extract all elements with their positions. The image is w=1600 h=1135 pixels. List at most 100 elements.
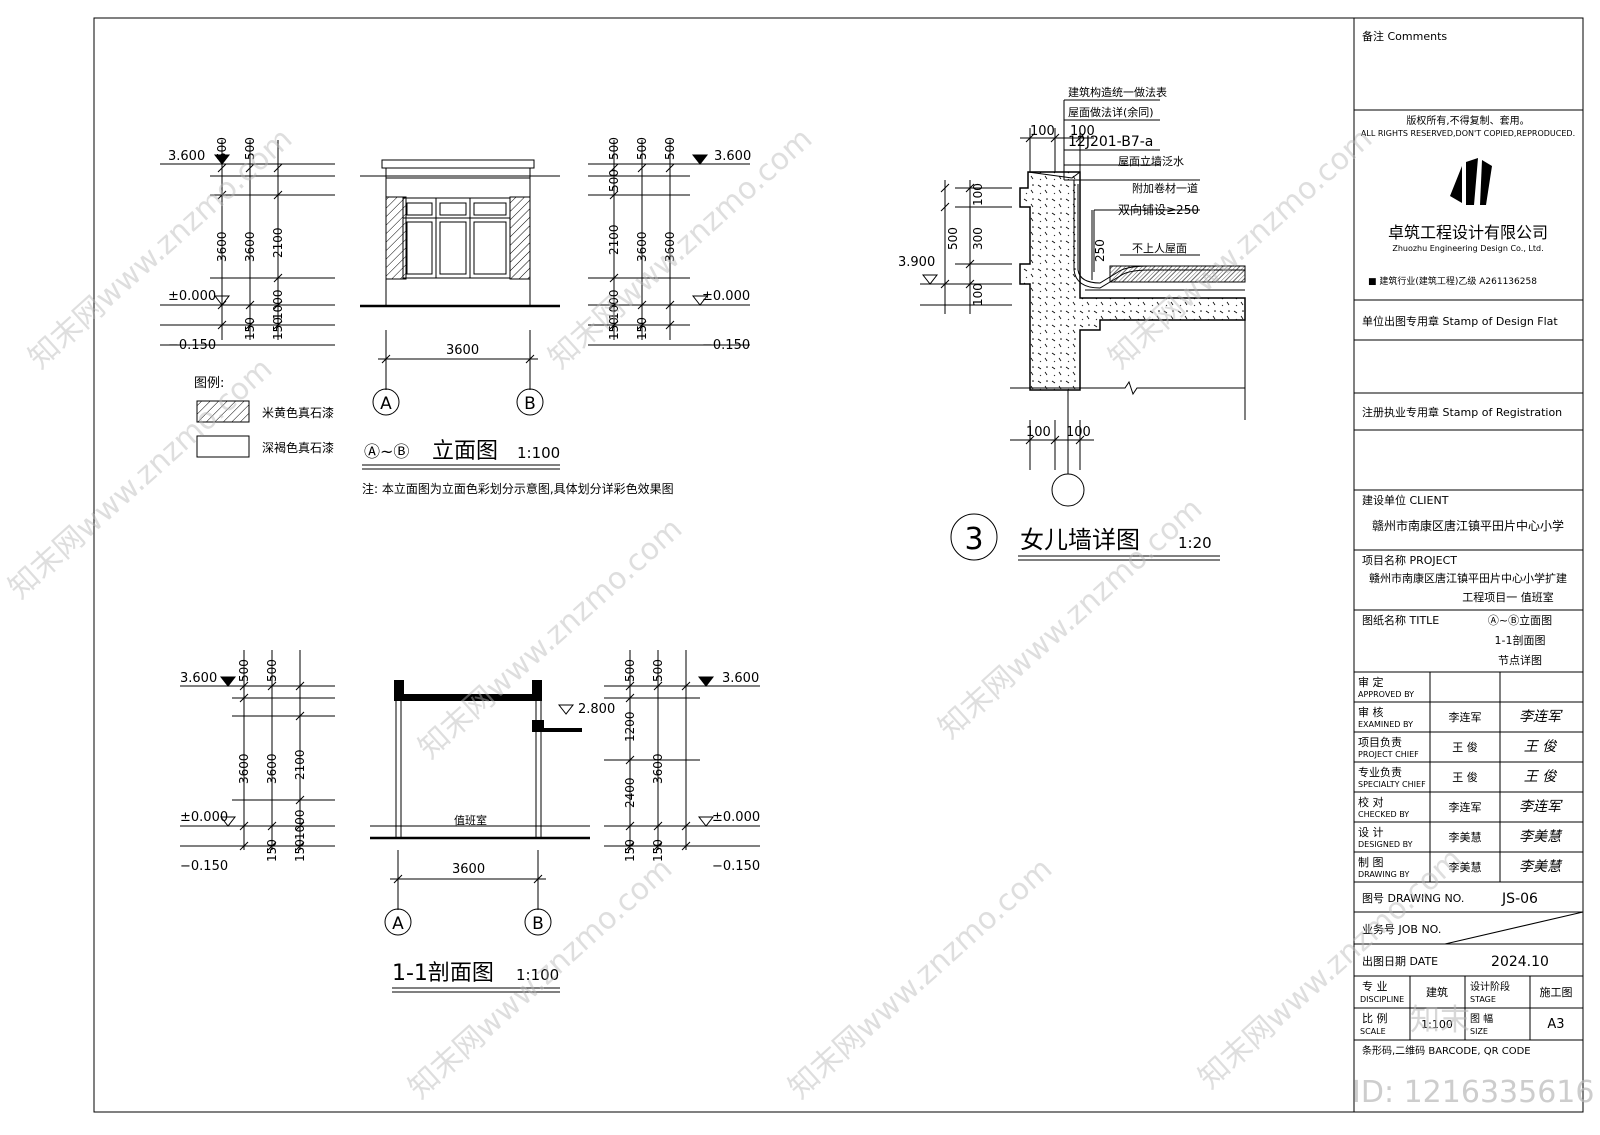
tb-role-name: 王 俊 (1452, 770, 1478, 784)
section-level-bottom-left: −0.150 (180, 859, 228, 874)
tb-project-line2: 工程项目一 值班室 (1462, 590, 1554, 604)
dim-text: 150 (293, 839, 307, 862)
section-building (370, 680, 590, 840)
dim-text: 500 (607, 137, 621, 160)
dim-text: 500 (635, 137, 649, 160)
tb-role-name: 李美慧 (1449, 860, 1482, 874)
section-level-top-right: 3.600 (722, 671, 759, 686)
parapet-note: 屋面做法详(余同) (1068, 105, 1154, 119)
tb-drawing-no-label: 图号 DRAWING NO. (1362, 892, 1464, 905)
level-bottom-left: −0.150 (168, 338, 216, 353)
watermark-logo: 知末 (1410, 1003, 1470, 1038)
watermark-text: 知末网www.znzmo.com (22, 121, 299, 376)
dim-text: 250 (1093, 239, 1107, 262)
tb-role-en: DRAWING BY (1358, 870, 1409, 879)
dim-text: 1000 (293, 809, 307, 840)
tb-size: A3 (1547, 1017, 1564, 1032)
section-scale: 1:100 (516, 966, 559, 984)
tb-role-name: 李连军 (1449, 710, 1482, 724)
dim-text: 3600 (635, 231, 649, 262)
dim-text: 1000 (271, 289, 285, 320)
tb-role-name: 李美慧 (1449, 830, 1482, 844)
watermark-id: ID: 1216335616 (1352, 1075, 1594, 1110)
parapet-note: 附加卷材一道 (1132, 181, 1198, 195)
tb-role-cn: 专业负责 (1358, 765, 1402, 779)
tb-scale-en: SCALE (1360, 1027, 1386, 1036)
parapet-title: 女儿墙详图 (1020, 526, 1140, 554)
legend-swatch-hatched (196, 400, 250, 423)
tb-role-cn: 制 图 (1358, 856, 1384, 869)
dim-text: 500 (215, 137, 229, 160)
tb-date-label: 出图日期 DATE (1362, 954, 1438, 968)
dim-text: 100 (971, 283, 985, 306)
watermark-text: 知末网www.znzmo.com (412, 511, 689, 766)
elevation-view: 3.600 ±0.000 −0.150 500 500 3600 2100 36… (160, 137, 751, 496)
elevation-building (360, 159, 560, 308)
dim-text: 500 (265, 659, 279, 682)
tb-drawing-title: 1-1剖面图 (1495, 633, 1546, 647)
tb-license: ■ 建筑行业(建筑工程)乙级 A261136258 (1368, 275, 1537, 287)
dim-text: 2100 (271, 227, 285, 258)
tb-role-signature: 李连军 (1519, 709, 1563, 725)
tb-barcode-label: 条形码,二维码 BARCODE, QR CODE (1362, 1044, 1531, 1057)
tb-role-en: CHECKED BY (1358, 810, 1409, 819)
watermark-layer: 知末网www.znzmo.com 知末网www.znzmo.com 知末网www… (2, 121, 1595, 1110)
tb-scale-cn: 比 例 (1362, 1011, 1388, 1025)
tb-role-cn: 审 核 (1358, 705, 1384, 719)
title-block: 备注 Comments 版权所有,不得复制、套用。 ALL RIGHTS RES… (1353, 18, 1584, 1112)
tb-project-label: 项目名称 PROJECT (1362, 553, 1457, 567)
dim-text: 300 (971, 227, 985, 250)
dim-text: 3600 (215, 231, 229, 262)
watermark-text: 知末网www.znzmo.com (782, 851, 1059, 1106)
watermark-text: 知末网www.znzmo.com (542, 121, 819, 376)
elevation-title-text: 立面图 (432, 439, 498, 464)
level-zero-right: ±0.000 (702, 289, 750, 304)
tb-role-signature: 李美慧 (1519, 859, 1563, 875)
tb-size-en: SIZE (1470, 1027, 1488, 1036)
elevation-scale: 1:100 (517, 444, 560, 462)
tb-role-name: 王 俊 (1452, 740, 1478, 754)
detail-number: 3 (964, 522, 983, 557)
dim-text: 500 (651, 659, 665, 682)
section-level-zero-right: ±0.000 (712, 810, 760, 825)
tb-client-label: 建设单位 CLIENT (1362, 493, 1449, 507)
tb-role-signature: 李连军 (1519, 799, 1563, 815)
legend-swatch-plain (196, 435, 250, 458)
watermark-text: 知末网www.znzmo.com (1192, 841, 1469, 1096)
dim-text: 150 (271, 317, 285, 340)
tb-role-cn: 设 计 (1358, 826, 1384, 839)
tb-company-cn: 卓筑工程设计有限公司 (1388, 223, 1548, 242)
parapet-note: 不上人屋面 (1132, 242, 1187, 255)
tb-role-cn: 校 对 (1358, 795, 1384, 809)
sheet-border (93, 17, 1584, 1113)
dim-text: 150 (651, 839, 665, 862)
dim-text: 3600 (243, 231, 257, 262)
parapet-scale: 1:20 (1178, 534, 1212, 552)
parapet-note: 双向铺设≥250 (1118, 202, 1199, 217)
tb-project-line1: 赣州市南康区唐江镇平田片中心小学扩建 (1369, 571, 1567, 585)
section-level-top-left: 3.600 (180, 671, 217, 686)
room-label: 值班室 (454, 813, 487, 827)
parapet-note: 建筑构造统一做法表 (1068, 85, 1167, 99)
tb-rights-en: ALL RIGHTS RESERVED,DON'T COPIED,REPRODU… (1361, 129, 1575, 138)
tb-role-en: DESIGNED BY (1358, 840, 1413, 849)
detail-number-circle (950, 513, 998, 561)
tb-company-en: Zhuozhu Engineering Design Co., Ltd. (1392, 244, 1543, 253)
dim-text: 500 (663, 137, 677, 160)
tb-date: 2024.10 (1491, 954, 1549, 970)
legend-title: 图例: (194, 376, 224, 391)
dim-text: 150 (607, 317, 621, 340)
tb-client: 赣州市南康区唐江镇平田片中心小学 (1372, 518, 1564, 533)
tb-role-signature: 王 俊 (1524, 739, 1557, 755)
axis-a-label: A (380, 394, 392, 414)
dim-text: 500 (243, 137, 257, 160)
tb-role-en: EXAMINED BY (1358, 720, 1413, 729)
tb-role-en: SPECIALTY CHIEF (1358, 780, 1426, 789)
tb-title-label: 图纸名称 TITLE (1362, 613, 1439, 627)
dim-text: 3600 (237, 753, 251, 784)
level-top-right: 3.600 (714, 149, 751, 164)
dim-text: 2400 (623, 777, 637, 808)
tb-drawing-title: 节点详图 (1498, 653, 1542, 667)
dim-text: 150 (243, 317, 257, 340)
dim-text: 3600 (651, 753, 665, 784)
